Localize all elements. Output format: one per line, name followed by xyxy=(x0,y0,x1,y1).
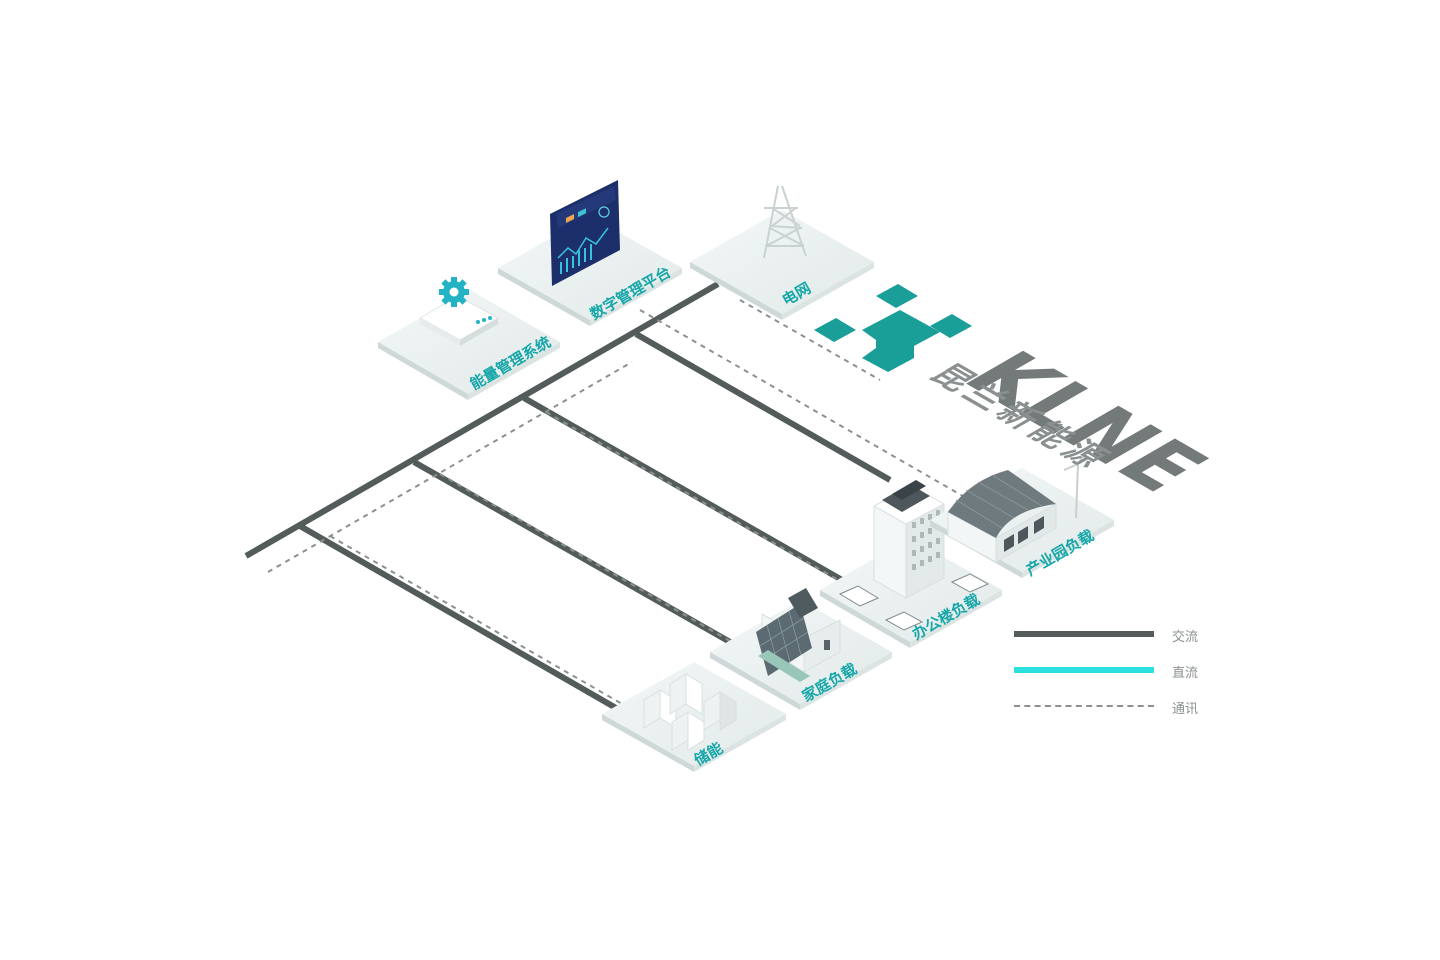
comm-trunk xyxy=(267,361,633,573)
comm-branch-office xyxy=(545,411,867,597)
comm-lines xyxy=(267,299,981,721)
battery-cabinet-icon xyxy=(643,673,737,751)
house-solar-icon xyxy=(756,588,841,682)
tile-platform[interactable]: 数字管理平台 xyxy=(498,180,682,326)
legend: 交流 直流 通讯 xyxy=(1014,622,1254,730)
ac-branch-office xyxy=(522,395,844,583)
comm-branch-home xyxy=(439,473,757,657)
transmission-tower-icon xyxy=(763,185,807,259)
legend-ac-swatch xyxy=(1014,631,1154,637)
dashboard-screen-icon xyxy=(550,180,620,286)
car-icon xyxy=(838,573,990,631)
legend-comm-swatch xyxy=(1014,705,1154,707)
ac-trunk xyxy=(244,281,720,559)
legend-ac-label: 交流 xyxy=(1172,630,1199,645)
ac-branch-park xyxy=(634,331,892,483)
tile-grid[interactable]: 电网 xyxy=(690,185,874,320)
factory-hall-icon xyxy=(947,470,1057,563)
tile-ems[interactable]: 能量管理系统 xyxy=(378,277,560,400)
office-building-icon xyxy=(872,480,946,599)
ac-branch-home xyxy=(412,459,732,645)
comm-branch-park-2 xyxy=(739,299,881,381)
wind-turbine-icon xyxy=(1063,445,1091,519)
tile-home[interactable]: 家庭负载 xyxy=(710,588,892,710)
logo-mark xyxy=(814,284,972,372)
comm-branch-storage xyxy=(329,535,651,721)
legend-comm-label: 通讯 xyxy=(1172,702,1199,717)
ac-branch-storage xyxy=(298,523,618,711)
legend-ac: 交流 xyxy=(1014,622,1254,658)
ac-lines xyxy=(244,281,892,711)
gear-icon xyxy=(439,277,469,307)
legend-dc-label: 直流 xyxy=(1172,666,1199,681)
legend-comm: 通讯 xyxy=(1014,694,1254,730)
legend-dc: 直流 xyxy=(1014,658,1254,694)
tile-storage[interactable]: 储能 xyxy=(602,662,786,772)
legend-dc-swatch xyxy=(1014,667,1154,673)
tile-park[interactable]: 产业园负载 xyxy=(930,445,1114,579)
